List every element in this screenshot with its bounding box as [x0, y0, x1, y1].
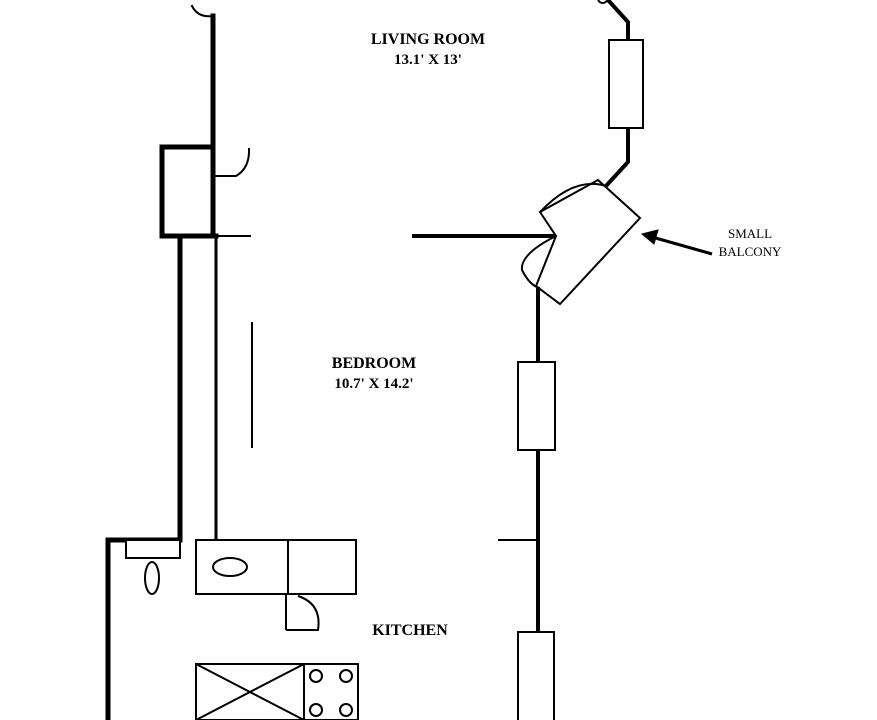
balcony-label-line2: BALCONY — [719, 244, 782, 259]
burner — [339, 669, 353, 683]
living-room-size: 13.1' X 13' — [394, 52, 462, 68]
burner — [309, 669, 323, 683]
bedroom-label: BEDROOM — [332, 355, 416, 372]
window-upper — [608, 39, 644, 129]
burner — [339, 703, 353, 717]
sink-basin — [212, 557, 248, 577]
kitchen-door-swing — [285, 594, 320, 631]
balcony-door — [520, 178, 642, 306]
right-walls — [498, 0, 630, 632]
kitchen-label: KITCHEN — [372, 622, 448, 639]
cabinet-left — [125, 539, 181, 559]
closet-door-swing — [214, 147, 251, 177]
window-middle — [517, 361, 556, 451]
closet — [159, 144, 219, 239]
balcony-arrow — [640, 229, 713, 256]
left-walls — [159, 4, 251, 543]
window-lower — [517, 631, 555, 720]
living-room-label: LIVING ROOM — [371, 31, 485, 48]
burner — [309, 703, 323, 717]
kitchen-walls — [105, 537, 180, 720]
sink-left — [144, 561, 160, 595]
kitchen-fixtures — [125, 539, 359, 720]
balcony-label-line1: SMALL — [728, 226, 772, 241]
counter — [195, 539, 357, 595]
bedroom-size: 10.7' X 14.2' — [334, 376, 413, 392]
